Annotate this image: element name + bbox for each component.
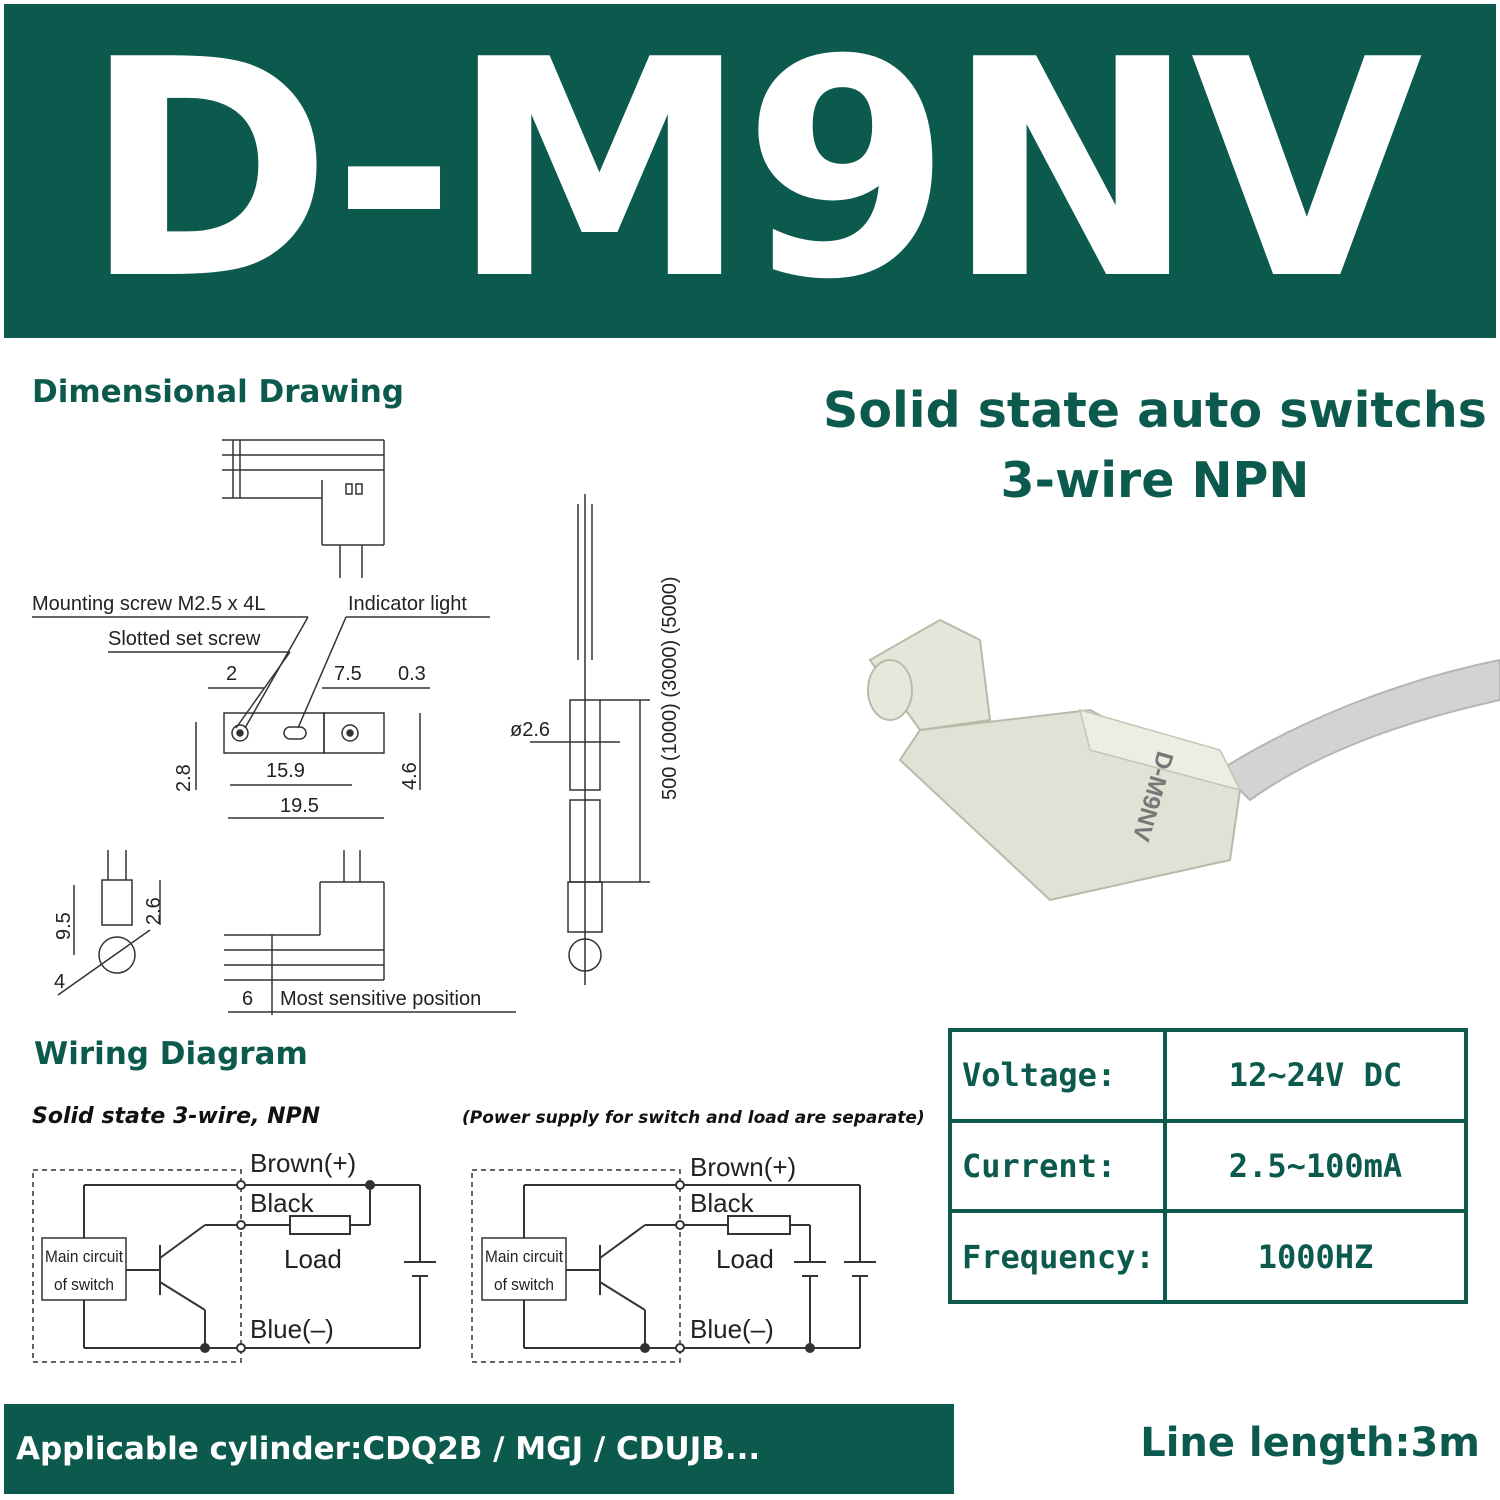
load-label: Load: [716, 1244, 774, 1274]
spec-table: Voltage: 12~24V DC Current: 2.5~100mA Fr…: [948, 1028, 1468, 1304]
dim-0-3: 0.3: [398, 663, 426, 685]
dim-9-5: 9.5: [53, 912, 75, 940]
spec-label: Voltage:: [948, 1028, 1167, 1123]
dim-phi-2-6: ø2.6: [510, 719, 550, 741]
applicable-cylinder-bar: Applicable cylinder:CDQ2B / MGJ / CDUJB.…: [4, 1404, 954, 1494]
headline: Solid state auto switchs 3-wire NPN: [820, 376, 1490, 516]
dim-2-8: 2.8: [173, 764, 195, 792]
applicable-cylinder-text: Applicable cylinder:CDQ2B / MGJ / CDUJB.…: [16, 1431, 761, 1467]
spec-row-frequency: Frequency: 1000HZ: [948, 1209, 1468, 1304]
bottom-side-view: [224, 850, 516, 1015]
label-mounting-screw: Mounting screw M2.5 x 4L: [32, 593, 265, 615]
label-indicator-light: Indicator light: [348, 593, 467, 615]
main-circuit-label: of switch: [494, 1275, 554, 1294]
model-title: D-M9NV: [83, 0, 1423, 345]
dim-2: 2: [226, 663, 237, 685]
wire-brown-label: Brown(+): [690, 1152, 796, 1182]
wire-black-label: Black: [250, 1188, 315, 1218]
dim-4-6: 4.6: [399, 762, 421, 790]
spec-value: 12~24V DC: [1163, 1028, 1468, 1123]
wiring-subtitle: Solid state 3-wire, NPN: [32, 1104, 321, 1129]
dim-19-5: 19.5: [280, 795, 319, 817]
wiring-diagram-left: [32, 1169, 436, 1363]
dimensional-drawing-title: Dimensional Drawing: [32, 374, 404, 410]
dim-2-6: 2.6: [143, 897, 165, 925]
cable: [1218, 658, 1500, 802]
switch-head: [868, 618, 992, 732]
spec-label: Current:: [948, 1118, 1167, 1214]
wiring-note: (Power supply for switch and load are se…: [462, 1108, 925, 1128]
dimensional-drawing: Mounting screw M2.5 x 4L Indicator light…: [32, 439, 681, 1015]
wiring-diagram-right: [471, 1169, 876, 1363]
cable-length-label: 500 (1000) (3000) (5000): [659, 577, 681, 800]
wire-black-label: Black: [690, 1188, 755, 1218]
plan-view: [195, 687, 430, 819]
headline-line1: Solid state auto switchs: [823, 382, 1487, 439]
dim-7-5: 7.5: [334, 663, 362, 685]
product-image: D-M9NV: [867, 618, 1500, 902]
wire-blue-label: Blue(–): [690, 1314, 774, 1344]
dim-6: 6: [242, 988, 253, 1010]
spec-value: 1000HZ: [1163, 1209, 1468, 1304]
main-circuit-label: Main circuit: [45, 1247, 123, 1266]
spec-value: 2.5~100mA: [1163, 1118, 1468, 1214]
spec-label: Frequency:: [948, 1209, 1167, 1304]
wiring-diagrams: Brown(+) Black Load Blue(–) Brown(+) Bla…: [32, 1148, 876, 1363]
wire-brown-label: Brown(+): [250, 1148, 356, 1178]
switch-body: [898, 708, 1242, 902]
cable-view: [530, 494, 650, 985]
line-length-text: Line length:3m: [1140, 1420, 1480, 1466]
main-circuit-label: of switch: [54, 1275, 114, 1294]
wiring-diagram-title: Wiring Diagram: [34, 1036, 308, 1072]
load-label: Load: [284, 1244, 342, 1274]
headline-line2: 3-wire NPN: [1000, 452, 1310, 509]
label-slotted-set-screw: Slotted set screw: [108, 628, 261, 650]
title-banner: D-M9NV: [4, 4, 1496, 338]
main-circuit-label: Main circuit: [485, 1247, 563, 1266]
top-side-view: [222, 439, 385, 578]
spec-row-current: Current: 2.5~100mA: [948, 1118, 1468, 1214]
label-most-sensitive: Most sensitive position: [280, 988, 481, 1010]
wire-blue-label: Blue(–): [250, 1314, 334, 1344]
dim-15-9: 15.9: [266, 760, 305, 782]
spec-row-voltage: Voltage: 12~24V DC: [948, 1028, 1468, 1123]
end-view: [57, 850, 161, 996]
dim-4: 4: [54, 971, 65, 993]
